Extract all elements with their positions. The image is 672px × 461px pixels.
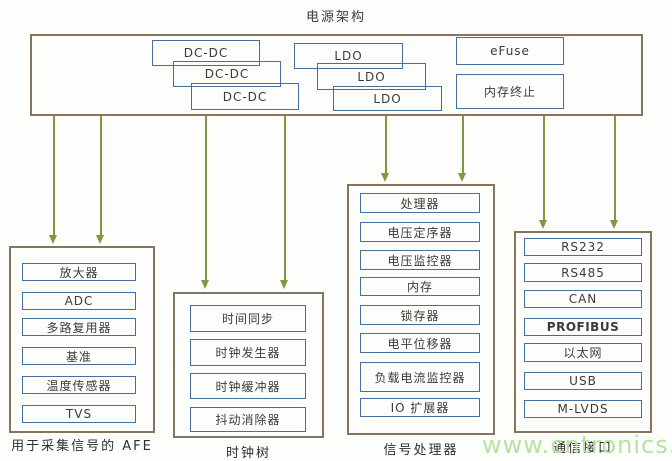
block-multiplexer: 多路复用器: [22, 318, 136, 336]
arrow-down-icon-6: [458, 116, 467, 182]
block-voltage-monitor: 电压监控器: [360, 250, 480, 270]
block-tvs: TVS: [22, 405, 136, 423]
block-m-lvds: M-LVDS: [524, 400, 642, 418]
block-rs232: RS232: [524, 238, 642, 256]
block-ldo-2: LDO: [317, 63, 426, 90]
arrow-down-icon-7: [539, 116, 548, 229]
group-afe-label: 用于采集信号的 AFE: [11, 439, 153, 454]
arrow-down-icon-4: [280, 116, 289, 289]
block-time-sync: 时间同步: [190, 305, 306, 332]
block-profibus: PROFIBUS: [524, 318, 642, 336]
block-clock-buffer: 时钟缓冲器: [190, 373, 306, 399]
block-usb: USB: [524, 372, 642, 390]
block-clock-generator: 时钟发生器: [190, 339, 306, 366]
block-temperature-sensor: 温度传感器: [22, 376, 136, 394]
arrow-down-icon-8: [610, 116, 619, 229]
block-ldo-1: LDO: [294, 43, 403, 69]
group-signal-processor-frame: [347, 184, 495, 435]
block-jitter-cleaner: 抖动消除器: [190, 407, 306, 432]
block-voltage-sequencer: 电压定序器: [360, 222, 480, 242]
block-io-expander: IO 扩展器: [360, 398, 480, 417]
group-clock-tree-label: 时钟树: [225, 446, 271, 461]
power-architecture-frame: [30, 34, 643, 116]
block-processor: 处理器: [360, 193, 480, 213]
block-level-shifter: 电平位移器: [360, 333, 480, 353]
arrow-down-icon-1: [49, 116, 58, 244]
block-memory-termination: 内存终止: [456, 74, 564, 109]
block-rs485: RS485: [524, 263, 642, 282]
group-signal-processor-label: 信号处理器: [383, 443, 459, 458]
block-reference: 基准: [22, 347, 136, 365]
block-latch: 锁存器: [360, 305, 480, 325]
group-comm-interface-label: 通信接口: [552, 441, 613, 456]
arrow-down-icon-3: [201, 116, 210, 289]
block-dc-dc-1: DC-DC: [152, 40, 260, 66]
group-comm-interface-frame: [514, 231, 652, 433]
block-adc: ADC: [22, 292, 136, 310]
block-load-current-monitor: 负载电流监控器: [360, 362, 480, 392]
site-watermark: www.cntronics.com: [482, 431, 672, 459]
block-memory: 内存: [360, 277, 480, 296]
diagram-title: 电源架构: [305, 10, 366, 25]
group-clock-tree-frame: [173, 292, 324, 438]
block-efuse: eFuse: [456, 37, 564, 65]
block-dc-dc-3: DC-DC: [191, 83, 299, 110]
block-ldo-3: LDO: [333, 86, 442, 111]
block-amplifier: 放大器: [22, 263, 136, 281]
arrow-down-icon-5: [381, 116, 390, 182]
group-afe-frame: [9, 246, 155, 433]
block-dc-dc-2: DC-DC: [173, 61, 281, 87]
block-can: CAN: [524, 290, 642, 308]
arrow-down-icon-2: [96, 116, 105, 244]
block-ethernet: 以太网: [524, 343, 642, 362]
